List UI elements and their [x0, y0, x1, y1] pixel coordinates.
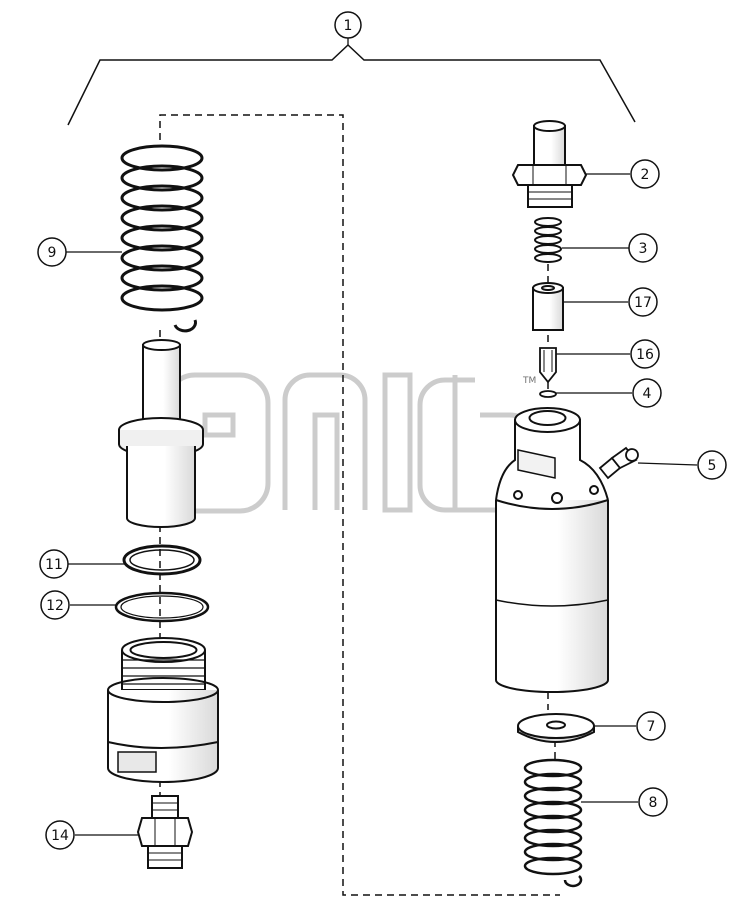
callout-label-4: 4 [643, 386, 652, 402]
o-ring-4 [539, 390, 557, 398]
sleeve-17 [532, 282, 564, 331]
main-body [495, 407, 609, 693]
plunger-guide [118, 339, 204, 528]
callout-label-12: 12 [46, 598, 64, 614]
callout-label-9: 9 [48, 245, 57, 261]
grease-fitting-5 [598, 446, 639, 480]
assembly-bracket [67, 43, 636, 126]
callout-label-3: 3 [639, 241, 648, 257]
callout-14: 14 [45, 820, 75, 850]
callout-label-5: 5 [708, 458, 717, 474]
callout-12: 12 [40, 590, 70, 620]
callout-label-1: 1 [344, 18, 353, 34]
callout-label-8: 8 [649, 795, 658, 811]
ring-gasket-12 [114, 591, 210, 623]
fitting-14 [136, 795, 194, 869]
callout-16: 16 [630, 339, 660, 369]
callout-label-7: 7 [647, 719, 656, 735]
washer-7 [517, 713, 595, 743]
small-spring-3 [534, 217, 562, 263]
lower-spring-8 [523, 758, 583, 888]
callout-leaders [66, 38, 698, 836]
callout-8: 8 [638, 787, 668, 817]
large-spring [120, 144, 204, 333]
callout-label-16: 16 [636, 347, 654, 363]
trademark-mark: TM [522, 376, 536, 386]
threaded-body [107, 637, 219, 783]
callout-7: 7 [636, 711, 666, 741]
callout-label-2: 2 [641, 167, 650, 183]
callout-5: 5 [697, 450, 727, 480]
callout-label-17: 17 [634, 295, 652, 311]
valve-cap-2 [511, 120, 588, 208]
valve-16 [539, 347, 557, 384]
callout-label-14: 14 [51, 828, 69, 844]
callout-1: 1 [334, 11, 362, 39]
callout-3: 3 [628, 233, 658, 263]
assembly-dashed-line [159, 114, 560, 896]
callout-11: 11 [39, 549, 69, 579]
callout-label-11: 11 [45, 557, 63, 573]
callout-9: 9 [37, 237, 67, 267]
watermark-logo: TM [164, 372, 538, 514]
callout-17: 17 [628, 287, 658, 317]
ring-seal-11 [122, 544, 202, 576]
callout-2: 2 [630, 159, 660, 189]
callout-4: 4 [632, 378, 662, 408]
